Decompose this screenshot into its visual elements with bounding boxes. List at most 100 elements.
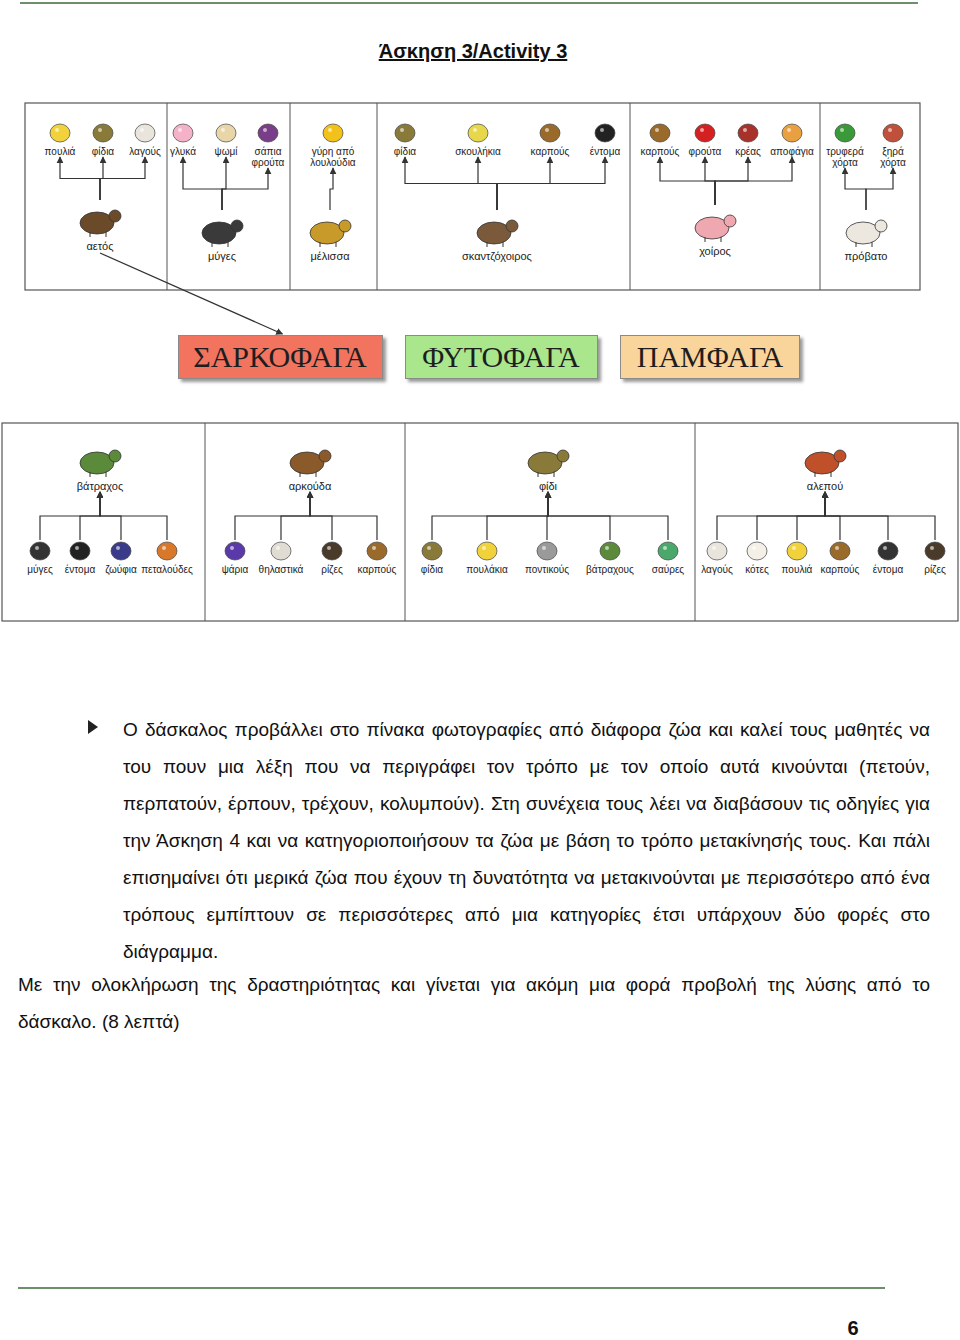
item-label: χοίρος	[692, 245, 738, 257]
connector	[405, 157, 497, 210]
food-picture	[692, 122, 718, 144]
food-picture	[704, 540, 730, 562]
animal-item: χοίρος	[692, 205, 738, 257]
panel-divider	[630, 103, 631, 290]
animal-picture	[77, 200, 123, 238]
item-label: αλεπού	[802, 480, 848, 492]
item-label: γύρη από λουλούδια	[302, 146, 364, 168]
food-item: βάτραχους	[586, 540, 634, 575]
closing-text: Με την ολοκλήρωση της δραστηριότητας και…	[18, 966, 930, 1040]
item-label: μέλισσα	[307, 250, 353, 262]
food-item: ποντικούς	[525, 540, 569, 575]
food-item: έντομα	[873, 540, 903, 575]
food-item: γλυκά	[170, 122, 196, 157]
instruction-text: Ο δάσκαλος προβάλλει στο πίνακα φωτογραφ…	[123, 711, 930, 970]
food-item: φίδια	[419, 540, 445, 575]
food-picture	[419, 540, 445, 562]
connector	[235, 492, 310, 540]
item-label: φίδι	[525, 480, 571, 492]
connector	[866, 168, 893, 210]
food-item: φίδια	[392, 122, 418, 157]
food-item: γύρη από λουλούδια	[302, 122, 364, 168]
item-label: πουλάκια	[466, 564, 507, 575]
item-label: λαγούς	[129, 146, 160, 157]
food-picture	[537, 122, 563, 144]
food-item: κότες	[744, 540, 770, 575]
food-item: μύγες	[27, 540, 53, 575]
item-label: πουλιά	[782, 564, 813, 575]
item-label: τρυφερά χόρτα	[823, 146, 867, 168]
animal-picture	[802, 440, 848, 478]
food-item: σάπια φρούτα	[247, 122, 289, 168]
connector	[432, 492, 548, 540]
item-label: έντομα	[65, 564, 95, 575]
animal-picture	[692, 205, 738, 243]
title: Άσκηση 3/Activity 3	[0, 40, 946, 63]
food-item: καρπούς	[358, 540, 397, 575]
connector	[825, 492, 935, 540]
item-label: φρούτα	[689, 146, 722, 157]
item-label: καρπούς	[531, 146, 570, 157]
connector	[478, 157, 497, 210]
connector	[797, 492, 825, 540]
food-picture	[108, 540, 134, 562]
food-picture	[827, 540, 853, 562]
food-item: καρπούς	[821, 540, 860, 575]
category-label: ΣΑΡΚΟΦΑΓΑ	[189, 341, 372, 373]
food-item: φρούτα	[689, 122, 722, 157]
category-box: ΠΑΜΦΑΓΑ	[620, 335, 800, 379]
food-picture	[534, 540, 560, 562]
item-label: έντομα	[590, 146, 620, 157]
bullet	[88, 720, 98, 734]
food-picture	[213, 122, 239, 144]
animal-picture	[843, 210, 889, 248]
food-item: φίδια	[90, 122, 116, 157]
item-label: κρέας	[735, 146, 761, 157]
animal-item: φίδι	[525, 440, 571, 492]
connector	[715, 157, 792, 205]
food-item: λαγούς	[701, 540, 732, 575]
animal-picture	[525, 440, 571, 478]
food-picture	[597, 540, 623, 562]
connector	[487, 492, 548, 540]
food-item: πουλάκια	[466, 540, 507, 575]
animal-picture	[474, 210, 520, 248]
food-item: τρυφερά χόρτα	[823, 122, 867, 168]
item-label: βάτραχους	[586, 564, 634, 575]
item-label: πρόβατο	[843, 250, 889, 262]
page-number: 6	[838, 1316, 868, 1340]
animal-item: μύγες	[199, 210, 245, 262]
food-item: σαύρες	[652, 540, 684, 575]
item-label: πουλιά	[45, 146, 76, 157]
connector	[281, 492, 310, 540]
food-item: έντομα	[65, 540, 95, 575]
item-label: πεταλούδες	[141, 564, 193, 575]
item-label: καρπούς	[821, 564, 860, 575]
animal-picture	[287, 440, 333, 478]
food-picture	[132, 122, 158, 144]
food-picture	[170, 122, 196, 144]
food-picture	[67, 540, 93, 562]
food-picture	[922, 540, 948, 562]
connector	[717, 492, 825, 540]
food-picture	[392, 122, 418, 144]
item-label: γλυκά	[170, 146, 196, 157]
animal-picture	[77, 440, 123, 478]
animal-item: σκαντζόχοιρος	[462, 210, 532, 262]
footer-rule	[18, 1287, 885, 1289]
bottom-panel-frame	[2, 423, 958, 621]
food-item: ξηρά χόρτα	[873, 122, 913, 168]
food-picture	[268, 540, 294, 562]
item-label: ρίζες	[922, 564, 948, 575]
panel-divider	[167, 103, 168, 290]
category-label: ΠΑΜΦΑΓΑ	[631, 341, 789, 373]
connector	[705, 157, 715, 205]
food-item: πεταλούδες	[141, 540, 193, 575]
connector	[548, 492, 668, 540]
item-label: φίδια	[419, 564, 445, 575]
panel-divider	[820, 103, 821, 290]
food-picture	[27, 540, 53, 562]
